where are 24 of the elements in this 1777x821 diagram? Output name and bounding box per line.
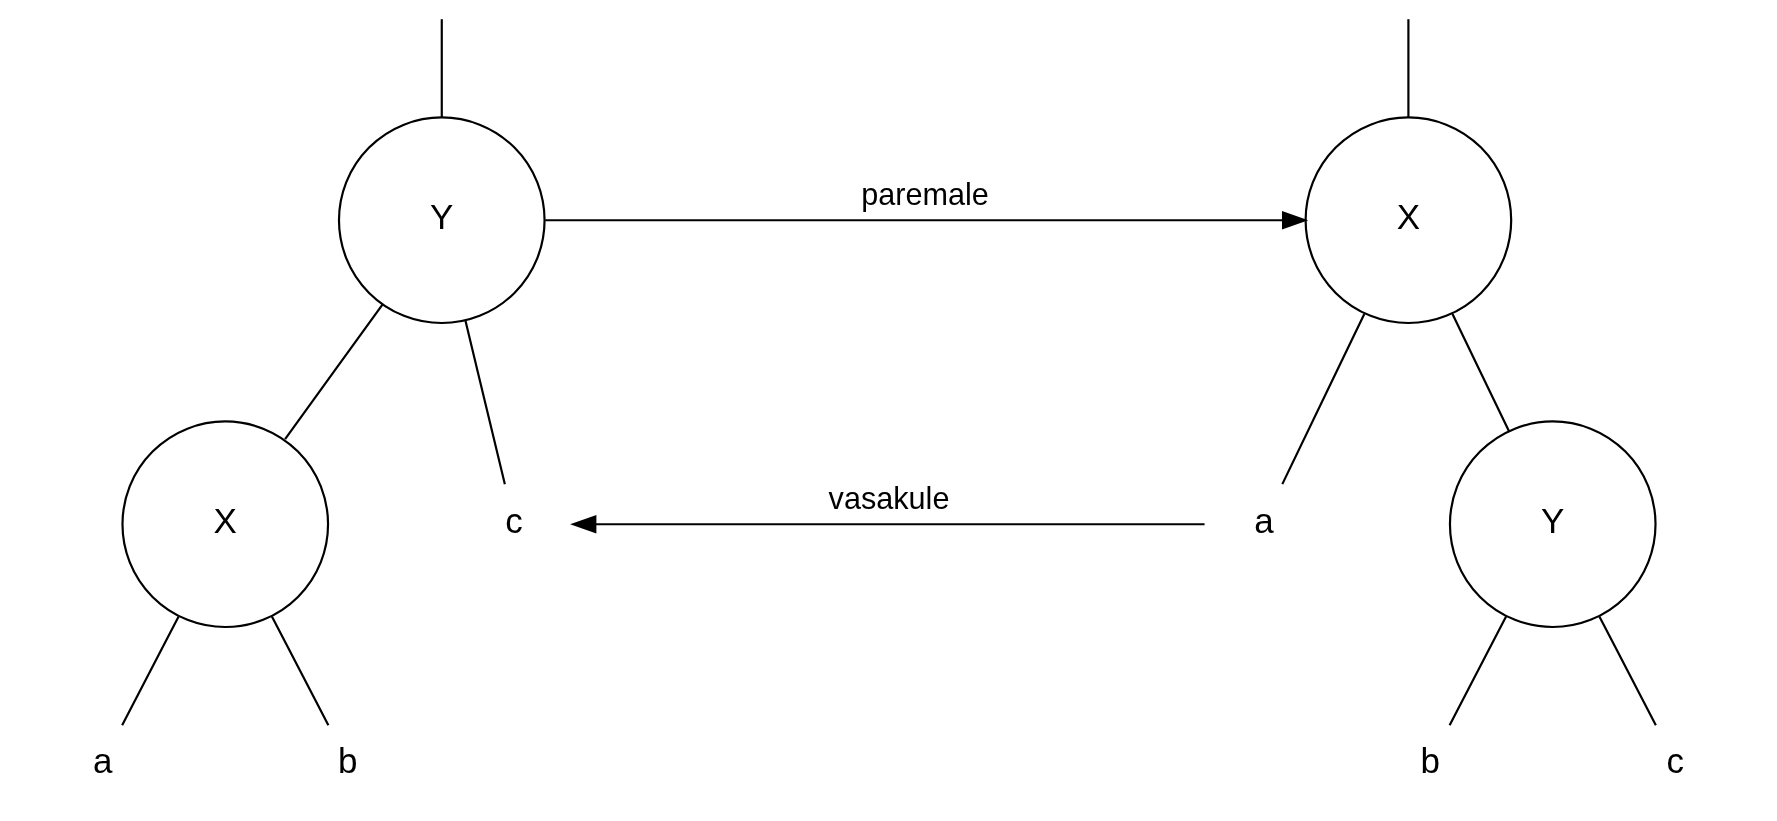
arrow: [569, 515, 1205, 534]
node-text: b: [337, 741, 357, 781]
node-text: a: [92, 741, 113, 781]
node-circle: X: [120, 420, 329, 629]
node-text: c: [504, 500, 523, 540]
connector: [1448, 615, 1507, 726]
connector: [1451, 313, 1510, 432]
node-text: c: [1665, 741, 1684, 781]
connector: [463, 320, 506, 485]
connector: [270, 615, 329, 726]
connector: [1597, 615, 1657, 726]
node-text: b: [1420, 741, 1440, 781]
edge-label: paremale: [860, 177, 989, 212]
connector: [1280, 313, 1365, 485]
connector: [120, 615, 180, 726]
node-circle: Y: [337, 116, 546, 325]
connector: [1406, 19, 1409, 118]
node-circle: Y: [1448, 420, 1657, 629]
arrow: [544, 211, 1308, 230]
node-circle: X: [1304, 116, 1512, 325]
connector: [440, 19, 443, 118]
node-text: a: [1253, 500, 1274, 540]
edge-label: vasakule: [828, 481, 949, 516]
connector: [283, 303, 383, 440]
